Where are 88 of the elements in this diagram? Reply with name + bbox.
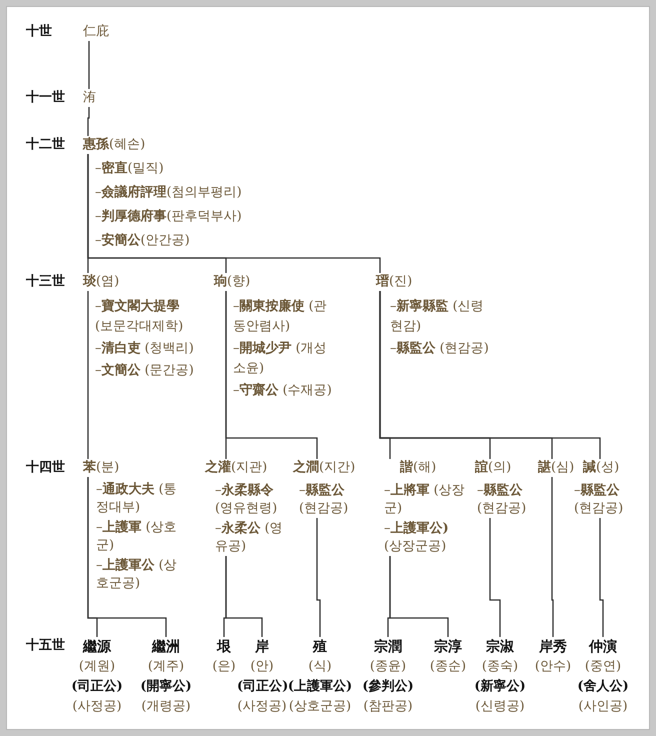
reading-text: (중연) (584, 658, 622, 676)
title-text: (司正公) (70, 678, 124, 696)
reading-text: (종숙) (480, 658, 520, 676)
person-name: 誼(의) (475, 459, 512, 477)
title-text: –文簡公 (문간공) (95, 362, 195, 380)
title-text: –永柔公 (영유공) (214, 520, 284, 556)
reading-text: (참판공) (362, 698, 414, 716)
family-line (87, 107, 90, 136)
title-text: –開城少尹 (개성소윤) (233, 340, 328, 378)
title-text: –縣監公 (현감공) (574, 482, 624, 518)
family-line (316, 518, 321, 637)
reading-text: (개령공) (140, 698, 192, 716)
title-text: –安簡公(안간공) (95, 232, 191, 250)
family-line (489, 518, 501, 637)
title-text: –上將軍 (상장군) (384, 482, 466, 518)
reading-text: (안수) (534, 658, 572, 676)
title-text: (舍人公) (576, 678, 630, 696)
family-line (87, 477, 167, 637)
title-text: (參判公) (361, 678, 415, 696)
person-name: 洧 (83, 89, 96, 107)
title-text: –通政大夫 (통정대부) (96, 481, 178, 517)
person-name: 垠 (216, 638, 232, 657)
person-name: 岸秀 (538, 638, 568, 657)
person-name: 諴(성) (582, 459, 620, 477)
reading-text: (계주) (146, 658, 186, 676)
title-text: –上護軍公 (상호군공) (96, 557, 178, 593)
reading-text: (식) (307, 658, 333, 676)
family-line (379, 291, 601, 459)
reading-text: (사정공) (71, 698, 123, 716)
generation-label: 十二世 (26, 136, 65, 154)
person-name: 瑨(진) (376, 273, 412, 291)
family-line (551, 477, 554, 637)
family-line (87, 154, 381, 273)
title-text: –新寧縣監 (신령현감) (390, 298, 485, 336)
generation-label: 十世 (26, 23, 52, 41)
title-text: –守齋公 (수재공) (233, 382, 333, 400)
person-name: 珦(향) (214, 273, 250, 291)
title-text: –密直(밀직) (95, 160, 165, 178)
reading-text: (신령공) (474, 698, 526, 716)
person-name: 岸 (254, 638, 270, 657)
family-line (87, 291, 89, 459)
person-name: 惠孫(혜손) (83, 136, 146, 154)
title-text: –關東按廉使 (관동안렴사) (233, 298, 328, 336)
title-text: (上護軍公) (287, 678, 353, 696)
title-text: (新寧公) (473, 678, 527, 696)
title-text: –縣監公 (현감공) (298, 482, 350, 518)
reading-text: (상호군공) (288, 698, 352, 716)
title-text: –永柔縣令 (영유현령) (214, 482, 278, 518)
reading-text: (사인공) (577, 698, 629, 716)
person-name: 之澗(지간) (293, 459, 356, 477)
reading-text: (종윤) (368, 658, 408, 676)
person-name: 苯(분) (83, 459, 120, 477)
generation-label: 十五世 (26, 637, 65, 655)
title-text: –寶文閣大提學 (보문각대제학) (95, 298, 184, 336)
person-name: 諧(해) (398, 459, 438, 477)
person-name: 宗淑 (485, 638, 515, 657)
family-line (389, 556, 449, 637)
reading-text: (안) (249, 658, 275, 676)
person-name: 繼洲 (150, 638, 181, 657)
family-line (599, 518, 604, 637)
person-name: 仲演 (588, 638, 618, 657)
title-text: –上護軍公) (상장군공) (384, 520, 450, 556)
title-text: –清白吏 (청백리) (95, 340, 195, 358)
generation-label: 十一世 (26, 89, 65, 107)
reading-text: (종순) (428, 658, 468, 676)
title-text: –上護軍 (상호군) (96, 519, 178, 555)
person-name: 宗淳 (433, 638, 463, 657)
person-name: 宗潤 (373, 638, 403, 657)
person-name: 仁庇 (83, 23, 109, 41)
person-name: 諶(심) (538, 459, 574, 477)
generation-label: 十三世 (26, 273, 65, 291)
reading-text: (은) (212, 658, 236, 676)
title-text: –僉議府評理(첨의부평리) (95, 184, 243, 202)
person-name: 之灌(지관) (205, 459, 268, 477)
reading-text: (계원) (78, 658, 116, 676)
title-text: (司正公) (237, 678, 287, 696)
title-text: –縣監公 (현감공) (390, 340, 490, 358)
reading-text: (사정공) (237, 698, 287, 716)
family-line (225, 556, 263, 637)
person-name: 琰(염) (83, 273, 120, 291)
title-text: –縣監公 (현감공) (476, 482, 528, 518)
title-text: –判厚德府事(판후덕부사) (95, 208, 243, 226)
family-line (88, 41, 90, 89)
title-text: (開寧公) (139, 678, 193, 696)
person-name: 殖 (312, 638, 328, 657)
generation-label: 十四世 (26, 459, 65, 477)
family-line (225, 291, 318, 459)
person-name: 繼源 (82, 638, 112, 657)
